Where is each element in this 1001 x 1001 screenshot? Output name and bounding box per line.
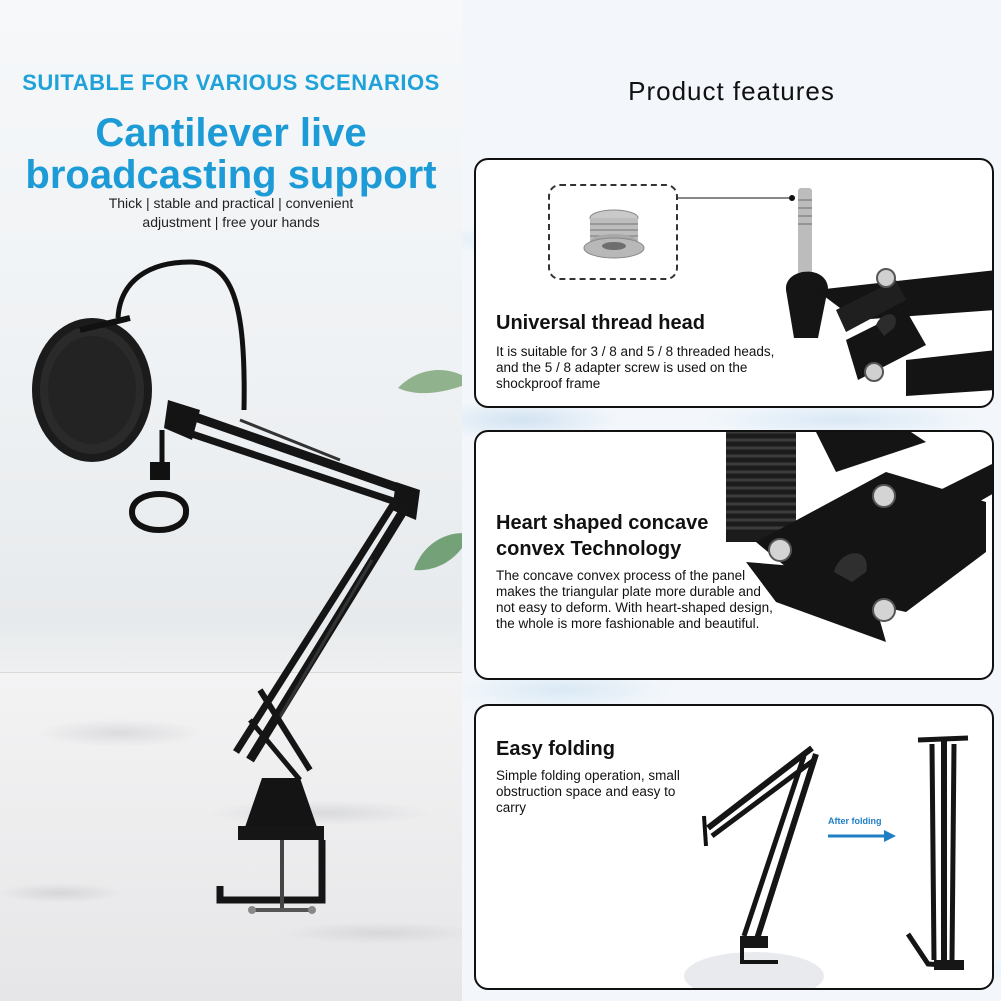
- feature-description: Simple folding operation, small obstruct…: [496, 768, 680, 815]
- plant-leaf-icon: [398, 370, 462, 394]
- page-subtitle: Thick | stable and practical | convenien…: [60, 194, 402, 232]
- after-folding-arrow-icon: [828, 830, 896, 842]
- feature-title: Easy folding: [496, 738, 615, 760]
- scenario-heading: SUITABLE FOR VARIOUS SCENARIOS: [22, 70, 440, 95]
- page-title-line-2: broadcasting support: [25, 153, 437, 197]
- feature-title-line-2: convex Technology: [496, 538, 682, 560]
- feature-description: The concave convex process of the panel …: [496, 568, 773, 631]
- page-title-line-1: Cantilever live: [95, 111, 367, 155]
- heart-plate-joint-icon: [726, 432, 992, 642]
- features-panel: Product features Universal t: [462, 0, 1001, 1001]
- plant-leaf-icon: [414, 533, 462, 571]
- marble-desk-surface: [0, 672, 462, 1001]
- mic-arm-illustration: [32, 259, 420, 914]
- thread-head-arm-icon: [785, 188, 992, 396]
- unfolded-arm-icon: [684, 745, 824, 988]
- page-subtitle-line-2: adjustment | free your hands: [142, 214, 320, 230]
- feature-title: Universal thread head: [496, 312, 705, 334]
- pointer-line: [678, 195, 795, 201]
- after-folding-label: After folding: [828, 816, 882, 826]
- feature-card-thread-head: Universal thread head It is suitable for…: [474, 158, 994, 408]
- page-title: Cantilever live broadcasting support: [0, 112, 462, 196]
- feature-title: Heart shaped concave convex Technology: [496, 510, 708, 562]
- feature-card-heart-plate: Heart shaped concave convex Technology T…: [474, 430, 994, 680]
- features-heading: Product features: [628, 76, 835, 106]
- adapter-screw-frame: [548, 184, 678, 280]
- folded-arm-icon: [905, 735, 969, 970]
- feature-card-easy-folding: Easy folding Simple folding operation, s…: [474, 704, 994, 990]
- page-subtitle-line-1: Thick | stable and practical | convenien…: [108, 195, 354, 211]
- scenario-panel: SUITABLE FOR VARIOUS SCENARIOS Cantileve…: [0, 0, 462, 1001]
- feature-description: It is suitable for 3 / 8 and 5 / 8 threa…: [496, 344, 775, 391]
- feature-title-line-1: Heart shaped concave: [496, 512, 709, 534]
- adapter-screw-icon: [583, 209, 645, 259]
